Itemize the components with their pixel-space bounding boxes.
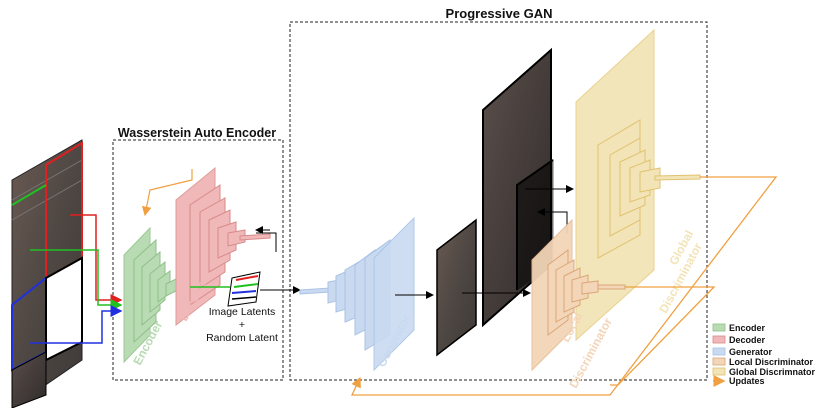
red-patch-arrow (70, 214, 123, 306)
green-patch-arrow (30, 249, 123, 311)
global-disc-layer (639, 167, 661, 193)
wae-update-arrow (141, 169, 193, 217)
local-disc-layer (571, 274, 589, 303)
decoder-layer (239, 233, 271, 241)
decoder-block (175, 166, 271, 327)
input-image-stack (11, 139, 83, 408)
legend-label-local-disc: Local Discriminator (729, 357, 814, 367)
legend-label-generator: Generator (729, 347, 773, 357)
green-mask-region (11, 184, 47, 206)
local-discriminator-block (531, 218, 626, 372)
generated-image-small (436, 218, 477, 357)
progressive-gan-title: Progressive GAN (446, 6, 553, 21)
legend-item-local-disc: Local Discriminator (712, 357, 814, 367)
legend-swatch-encoder (712, 323, 726, 332)
latents-label-line3: Random Latent (206, 332, 278, 344)
decoder-layer (227, 229, 246, 247)
global-discriminator-block (575, 28, 701, 342)
masked-white-area (45, 256, 83, 362)
latent-red (235, 275, 259, 281)
legend-swatch-global-disc (712, 367, 726, 376)
latent-vectors (227, 271, 261, 307)
wae-box (112, 139, 284, 381)
decoder-layer (217, 221, 237, 259)
legend-swatch-generator (712, 347, 726, 356)
image-bottom-region (11, 351, 47, 408)
legend-swatch-decoder (712, 335, 726, 344)
local-disc-layer (597, 284, 626, 290)
global-update-path (350, 176, 778, 396)
local-update-path (610, 286, 716, 386)
legend-label-decoder: Decoder (729, 335, 766, 345)
wae-title: Wasserstein Auto Encoder (118, 126, 276, 140)
legend-label-global-disc: Global Discrimnator (729, 367, 816, 377)
crop-outline (516, 159, 554, 290)
legend-item-decoder: Decoder (712, 335, 766, 345)
generator-layer (373, 216, 415, 372)
latent-blue (231, 290, 257, 294)
legend-item-updates: Updates (713, 375, 765, 387)
progressive-gan-box (289, 21, 708, 381)
latents-label-line2: + (239, 319, 245, 331)
generator-layer (299, 287, 331, 295)
blue-patch-arrow (30, 305, 123, 344)
global-disc-layer (654, 174, 701, 181)
latent-green (233, 283, 259, 288)
legend-swatch-local-disc (712, 357, 726, 366)
latent-random (231, 296, 257, 300)
latents-label-line1: Image Latents (209, 306, 276, 318)
legend-item-encoder: Encoder (712, 323, 766, 333)
local-disc-layer (581, 280, 599, 295)
legend: Encoder Decoder Generator Local Discrimi… (712, 323, 816, 387)
legend-label-encoder: Encoder (729, 323, 766, 333)
legend-label-updates: Updates (729, 376, 765, 386)
legend-item-generator: Generator (712, 347, 773, 357)
generator-block (299, 216, 415, 372)
encoder-block (123, 226, 189, 364)
